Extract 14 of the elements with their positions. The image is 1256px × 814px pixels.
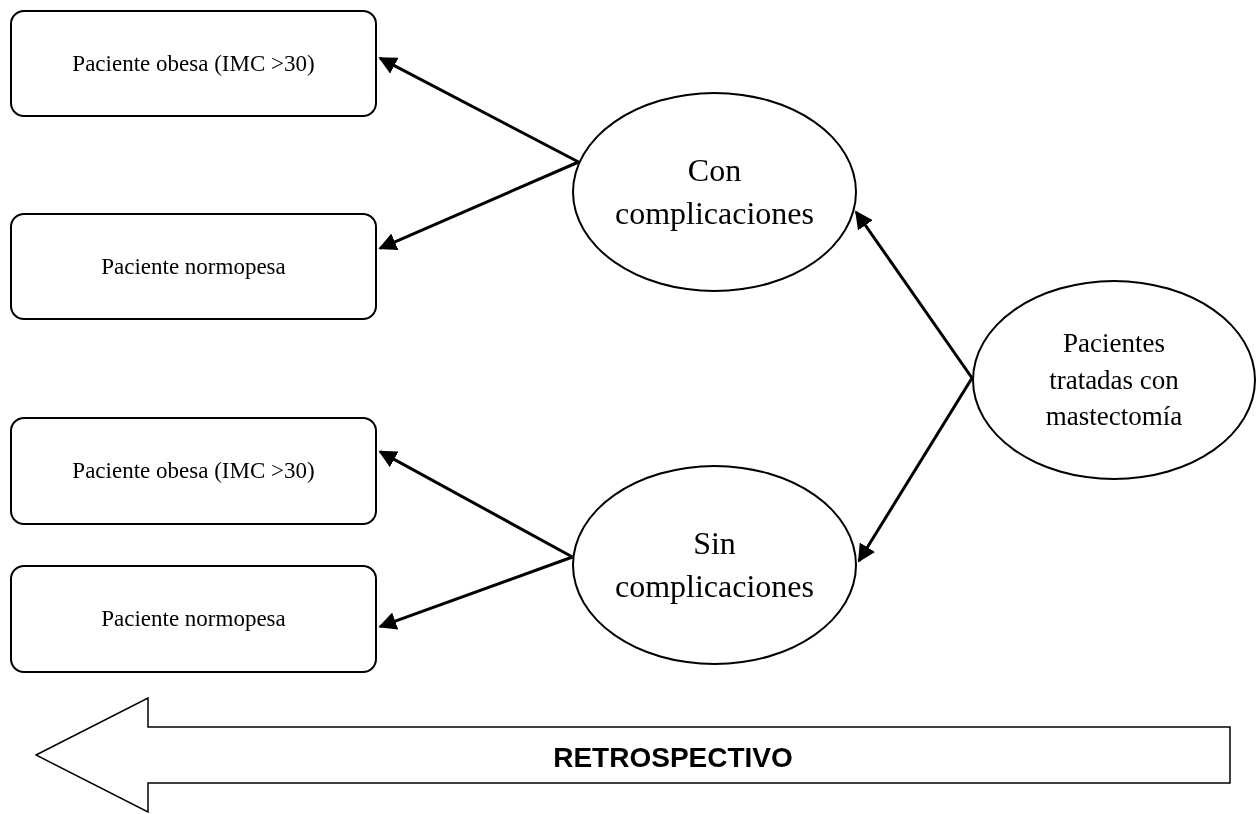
arrow-label: RETROSPECTIVO bbox=[553, 742, 793, 774]
process-box: Paciente obesa (IMC >30) bbox=[10, 10, 377, 117]
process-box: Paciente normopesa bbox=[10, 565, 377, 673]
arrow bbox=[378, 160, 580, 251]
arrow bbox=[378, 450, 574, 559]
arrow bbox=[854, 210, 974, 379]
ellipse-node: Pacientes tratadas con mastectomía bbox=[972, 280, 1256, 480]
process-box: Paciente normopesa bbox=[10, 213, 377, 320]
arrow bbox=[857, 377, 974, 563]
arrow bbox=[378, 56, 580, 164]
ellipse-node: Sin complicaciones bbox=[572, 465, 857, 665]
process-box: Paciente obesa (IMC >30) bbox=[10, 417, 377, 525]
arrow bbox=[378, 555, 573, 630]
ellipse-node: Con complicaciones bbox=[572, 92, 857, 292]
